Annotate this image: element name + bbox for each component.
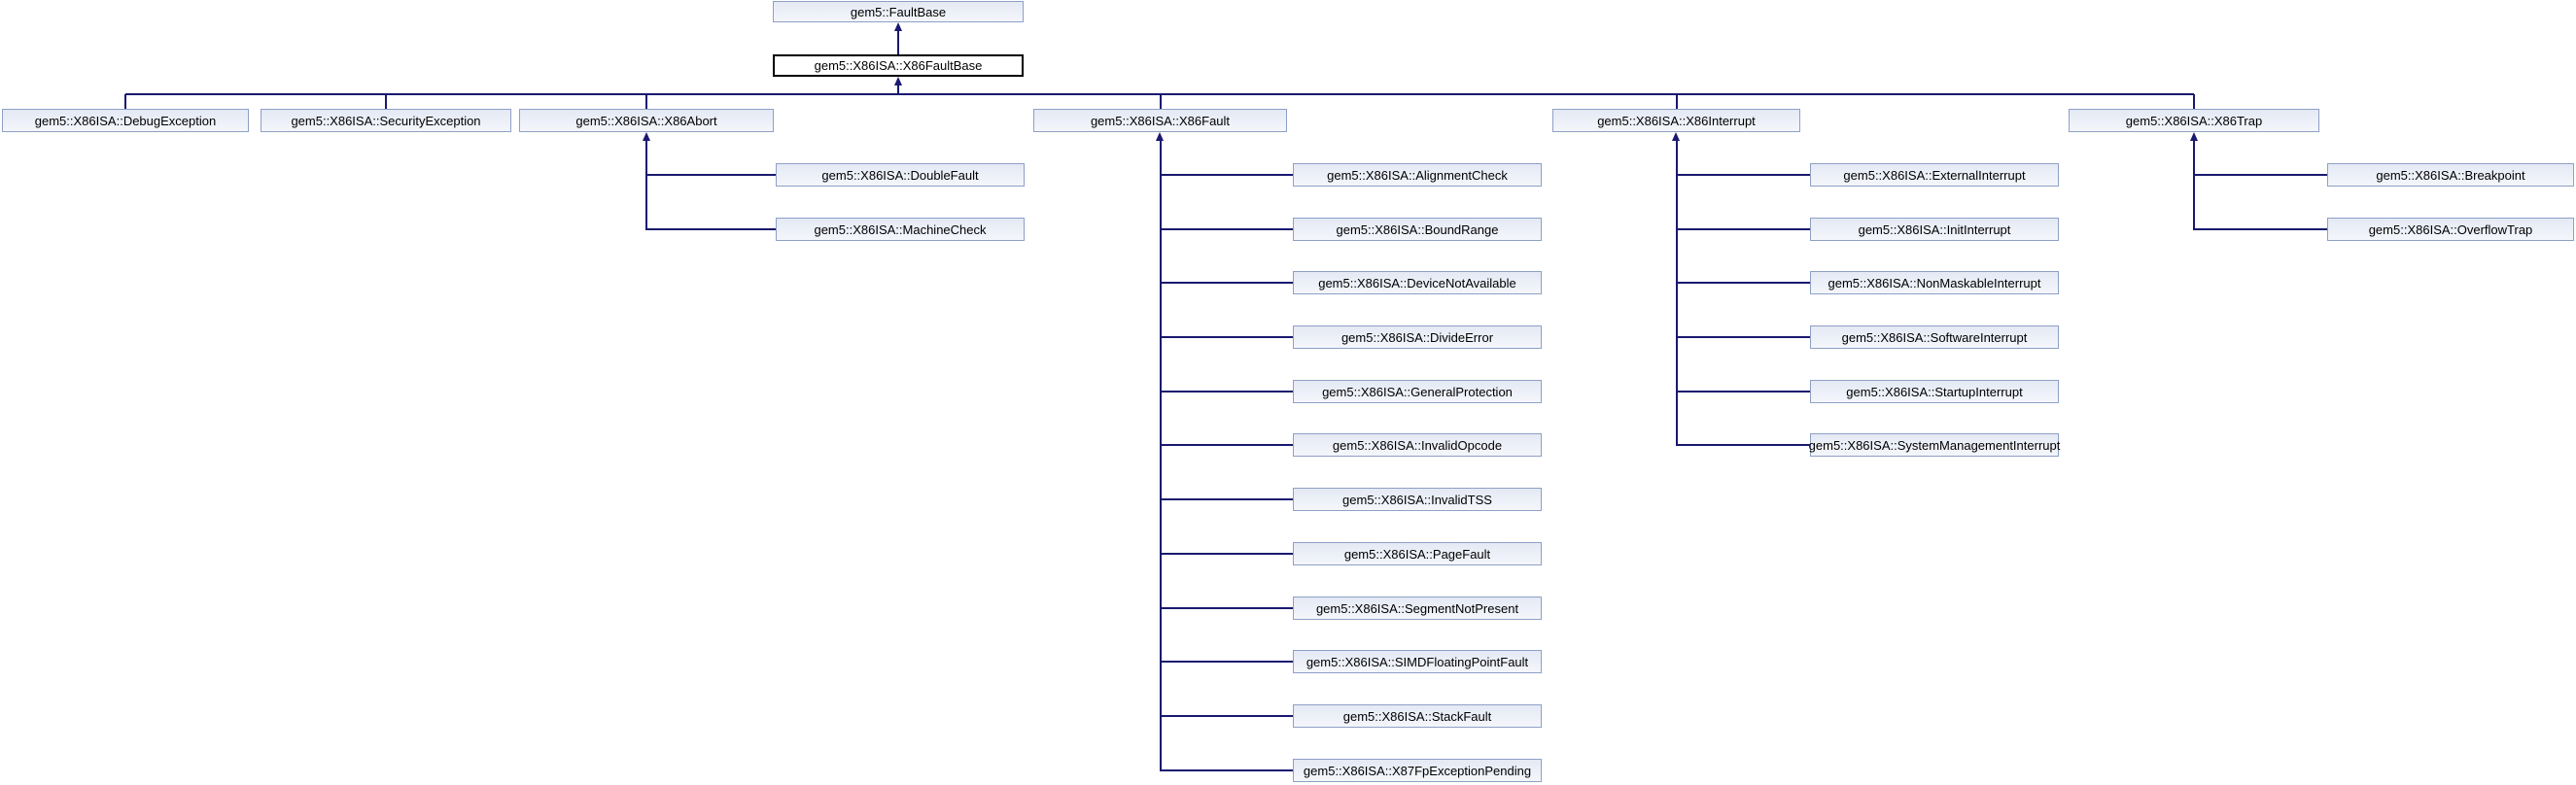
inheritance-edge-line xyxy=(1160,174,1293,176)
arrow-up-icon xyxy=(1672,132,1680,141)
inheritance-edge-line xyxy=(1160,391,1293,392)
class-node-machinecheck[interactable]: gem5::X86ISA::MachineCheck xyxy=(776,218,1025,241)
class-node-devicenotavailable[interactable]: gem5::X86ISA::DeviceNotAvailable xyxy=(1293,271,1542,294)
arrow-up-icon xyxy=(1156,132,1164,141)
inheritance-edge-line xyxy=(1160,661,1293,663)
class-node-debugexception[interactable]: gem5::X86ISA::DebugException xyxy=(2,109,249,132)
class-node-externalinterrupt[interactable]: gem5::X86ISA::ExternalInterrupt xyxy=(1810,163,2059,187)
arrow-up-icon xyxy=(2189,132,2198,141)
class-node-alignmentcheck[interactable]: gem5::X86ISA::AlignmentCheck xyxy=(1293,163,1542,187)
class-node-boundrange[interactable]: gem5::X86ISA::BoundRange xyxy=(1293,218,1542,241)
class-node-startupinterrupt[interactable]: gem5::X86ISA::StartupInterrupt xyxy=(1810,380,2059,403)
inheritance-edge-line xyxy=(1676,228,1810,230)
class-node-x86abort[interactable]: gem5::X86ISA::X86Abort xyxy=(519,109,774,132)
class-node-x87fpexceptionpending[interactable]: gem5::X86ISA::X87FpExceptionPending xyxy=(1293,759,1542,782)
inheritance-edge-line xyxy=(1676,336,1810,338)
inheritance-edge-line xyxy=(1676,444,1810,446)
class-node-generalprotection[interactable]: gem5::X86ISA::GeneralProtection xyxy=(1293,380,1542,403)
class-node-x86interrupt[interactable]: gem5::X86ISA::X86Interrupt xyxy=(1552,109,1800,132)
class-node-invalidtss[interactable]: gem5::X86ISA::InvalidTSS xyxy=(1293,488,1542,511)
class-node-overflowtrap[interactable]: gem5::X86ISA::OverflowTrap xyxy=(2327,218,2574,241)
class-node-invalidopcode[interactable]: gem5::X86ISA::InvalidOpcode xyxy=(1293,433,1542,457)
class-node-divideerror[interactable]: gem5::X86ISA::DivideError xyxy=(1293,325,1542,349)
inheritance-edge-line xyxy=(124,94,126,109)
inheritance-edge-line xyxy=(1676,391,1810,392)
arrow-up-icon xyxy=(642,132,650,141)
inheritance-edge-line xyxy=(1159,140,1162,771)
inheritance-edge-line xyxy=(646,174,776,176)
inheritance-edge-line xyxy=(2194,228,2327,230)
inheritance-edge-line xyxy=(1675,94,1678,109)
inheritance-edge-line xyxy=(1160,553,1293,555)
class-node-x86trap[interactable]: gem5::X86ISA::X86Trap xyxy=(2069,109,2319,132)
inheritance-edge-line xyxy=(646,228,776,230)
inheritance-edge-line xyxy=(645,140,647,230)
class-node-softwareinterrupt[interactable]: gem5::X86ISA::SoftwareInterrupt xyxy=(1810,325,2059,349)
inheritance-edge-line xyxy=(2194,174,2327,176)
inheritance-edge-line xyxy=(1160,282,1293,284)
inheritance-edge-line xyxy=(1160,336,1293,338)
inheritance-edge-line xyxy=(2193,94,2195,109)
class-node-systemmanagementinterrupt[interactable]: gem5::X86ISA::SystemManagementInterrupt xyxy=(1809,433,2060,457)
class-node-initinterrupt[interactable]: gem5::X86ISA::InitInterrupt xyxy=(1810,218,2059,241)
inheritance-edge-line xyxy=(1675,140,1678,446)
inheritance-edge-line xyxy=(1676,282,1810,284)
inheritance-edge-line xyxy=(1676,174,1810,176)
class-node-doublefault[interactable]: gem5::X86ISA::DoubleFault xyxy=(776,163,1025,187)
arrow-up-icon xyxy=(893,22,902,31)
arrow-up-icon xyxy=(893,77,902,85)
class-node-securityexception[interactable]: gem5::X86ISA::SecurityException xyxy=(261,109,511,132)
class-node-faultbase[interactable]: gem5::FaultBase xyxy=(773,1,1024,22)
inheritance-edge-line xyxy=(1160,228,1293,230)
class-node-breakpoint[interactable]: gem5::X86ISA::Breakpoint xyxy=(2327,163,2574,187)
inheritance-edge-line xyxy=(897,30,899,54)
inheritance-edge-line xyxy=(1160,715,1293,717)
inheritance-edge-line xyxy=(1159,94,1162,109)
class-node-x86faultbase: gem5::X86ISA::X86FaultBase xyxy=(773,54,1024,77)
inheritance-edge-line xyxy=(645,94,647,109)
inheritance-edge-line xyxy=(1160,498,1293,500)
class-node-segmentnotpresent[interactable]: gem5::X86ISA::SegmentNotPresent xyxy=(1293,597,1542,620)
inheritance-edge-line xyxy=(2193,140,2195,230)
class-node-simdfloatingpointfault[interactable]: gem5::X86ISA::SIMDFloatingPointFault xyxy=(1293,650,1542,673)
inheritance-edge-line xyxy=(1160,607,1293,609)
class-node-x86fault[interactable]: gem5::X86ISA::X86Fault xyxy=(1033,109,1287,132)
inheritance-edge-line xyxy=(1160,444,1293,446)
class-node-pagefault[interactable]: gem5::X86ISA::PageFault xyxy=(1293,542,1542,565)
inheritance-edge-line xyxy=(385,94,387,109)
inheritance-edge-line xyxy=(897,85,899,94)
class-node-stackfault[interactable]: gem5::X86ISA::StackFault xyxy=(1293,704,1542,728)
inheritance-edge-line xyxy=(1160,769,1293,771)
class-node-nonmaskableinterrupt[interactable]: gem5::X86ISA::NonMaskableInterrupt xyxy=(1810,271,2059,294)
